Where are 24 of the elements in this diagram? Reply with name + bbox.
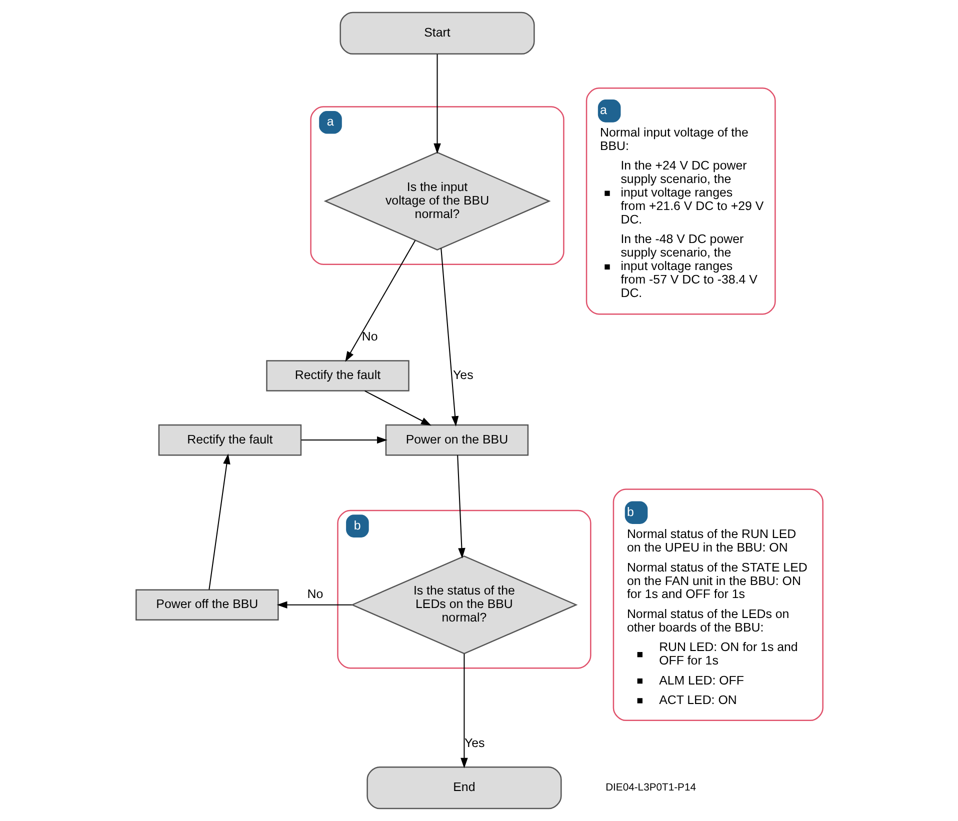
arrow xyxy=(276,601,352,608)
arrow xyxy=(208,454,230,590)
arrow xyxy=(456,455,465,558)
node-box: Rectify the fault xyxy=(158,424,302,456)
arrow xyxy=(300,436,387,444)
arrow xyxy=(440,248,458,426)
edge-label: Yes xyxy=(452,368,473,382)
node-box: a Normal input voltage of the BBU: In the +24 V DC power supply scenario, the input voltage ranges from +21.6 V DC to +29 V DC. In the -48 V DC power supply scenario, the input voltage ranges from -57 V DC to -38.4 V DC. xyxy=(585,88,776,315)
edge-label: No xyxy=(306,587,323,602)
node-box: b Normal status of the RUN LED on the UPEU in the BBU: ON Normal status of the STATE LED on the FAN unit in the BBU: ON for 1s and OFF for 1s Normal status of the LEDs on other boards of the BBU: RUN LED: ON for 1s and OFF for 1s ALM LED: OFF ACT LED: ON xyxy=(612,488,823,722)
node-box: Start xyxy=(339,12,534,55)
arrow xyxy=(433,54,440,154)
node-diamond: Is the input voltage of the BBU normal? xyxy=(323,152,550,251)
arrow xyxy=(460,654,468,768)
node-box: Rectify the fault xyxy=(266,360,409,392)
arrow xyxy=(364,390,431,426)
edge-label: Yes xyxy=(464,736,484,750)
node-diamond: Is the status of the LEDs on the BBU normal? xyxy=(350,555,578,654)
node-box: Power on the BBU xyxy=(384,424,528,456)
arrow xyxy=(344,240,416,362)
edge-label: No xyxy=(361,330,378,344)
label: DIE04-L3P0T1-P14 xyxy=(605,782,696,794)
node-box: Power off the BBU xyxy=(135,589,278,620)
node-box: End xyxy=(366,766,562,810)
